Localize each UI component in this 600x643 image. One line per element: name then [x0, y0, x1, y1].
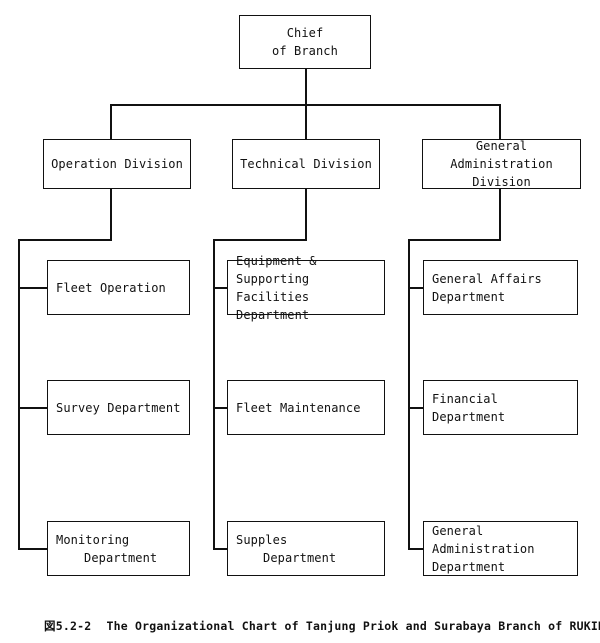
- general-administration-department-label-line2: Department: [432, 559, 506, 574]
- chief-label-line1: Chief: [286, 26, 324, 40]
- general-administration-division-box: General Administration Division: [422, 139, 581, 189]
- fleet-operation-box: Fleet Operation: [47, 260, 190, 315]
- general-division-label-line1: General Administration: [450, 139, 553, 171]
- general-branch-line: [408, 239, 501, 241]
- monitoring-department-box: Monitoring Department: [47, 521, 190, 576]
- operation-tick-1: [18, 287, 47, 289]
- general-affairs-department-box: General Affairs Department: [423, 260, 578, 315]
- monitoring-department-label-line1: Monitoring: [56, 532, 130, 547]
- operation-division-drop-line: [110, 104, 112, 140]
- equipment-facilities-label-line2: Facilities Department: [236, 289, 310, 322]
- monitoring-department-label-line2: Department: [84, 550, 158, 565]
- technical-division-stem-line: [305, 189, 307, 240]
- figure-caption-text: The Organizational Chart of Tanjung Prio…: [106, 619, 600, 633]
- financial-department-label-line1: Financial Department: [432, 391, 506, 424]
- general-affairs-label-line1: General Affairs: [432, 271, 542, 286]
- operation-tick-2: [18, 407, 47, 409]
- fleet-operation-label-line1: Fleet Operation: [56, 280, 166, 295]
- operation-division-box: Operation Division: [43, 139, 191, 189]
- equipment-facilities-label-line1: Equipment & Supporting: [236, 253, 317, 286]
- fleet-maintenance-box: Fleet Maintenance: [227, 380, 385, 435]
- technical-division-label-line1: Technical Division: [240, 157, 372, 171]
- supples-department-label-line1: Supples: [236, 532, 288, 547]
- technical-tick-3: [213, 548, 227, 550]
- figure-caption: 図5.2-2 The Organizational Chart of Tanju…: [44, 618, 600, 634]
- root-down-line: [305, 67, 307, 105]
- general-affairs-label-line2: Department: [432, 289, 506, 304]
- technical-division-box: Technical Division: [232, 139, 380, 189]
- technical-branch-line: [213, 239, 307, 241]
- general-division-drop-line: [499, 104, 501, 140]
- general-tick-2: [408, 407, 423, 409]
- survey-department-box: Survey Department: [47, 380, 190, 435]
- general-division-label-line2: Division: [472, 175, 531, 189]
- chief-of-branch-box: Chief of Branch: [239, 15, 371, 69]
- technical-tick-1: [213, 287, 227, 289]
- operation-branch-line: [18, 239, 112, 241]
- general-administration-department-box: General Administration Department: [423, 521, 578, 576]
- supples-department-label-line2: Department: [263, 550, 337, 565]
- fleet-maintenance-label-line1: Fleet Maintenance: [236, 400, 361, 415]
- operation-division-stem-line: [110, 189, 112, 240]
- technical-vertical-spine: [213, 239, 215, 549]
- technical-division-drop-line: [305, 104, 307, 140]
- survey-department-label-line1: Survey Department: [56, 400, 181, 415]
- operation-division-label-line1: Operation Division: [51, 157, 183, 171]
- general-tick-1: [408, 287, 423, 289]
- general-vertical-spine: [408, 239, 410, 549]
- general-division-stem-line: [499, 189, 501, 240]
- supples-department-box: Supples Department: [227, 521, 385, 576]
- chief-label-line2: of Branch: [272, 44, 338, 58]
- equipment-facilities-department-box: Equipment & Supporting Facilities Depart…: [227, 254, 385, 322]
- figure-number: 図5.2-2: [44, 619, 92, 633]
- general-tick-3: [408, 548, 423, 550]
- general-administration-department-label-line1: General Administration: [432, 523, 535, 556]
- operation-vertical-spine: [18, 239, 20, 549]
- operation-tick-3: [18, 548, 47, 550]
- financial-department-box: Financial Department: [423, 380, 578, 435]
- technical-tick-2: [213, 407, 227, 409]
